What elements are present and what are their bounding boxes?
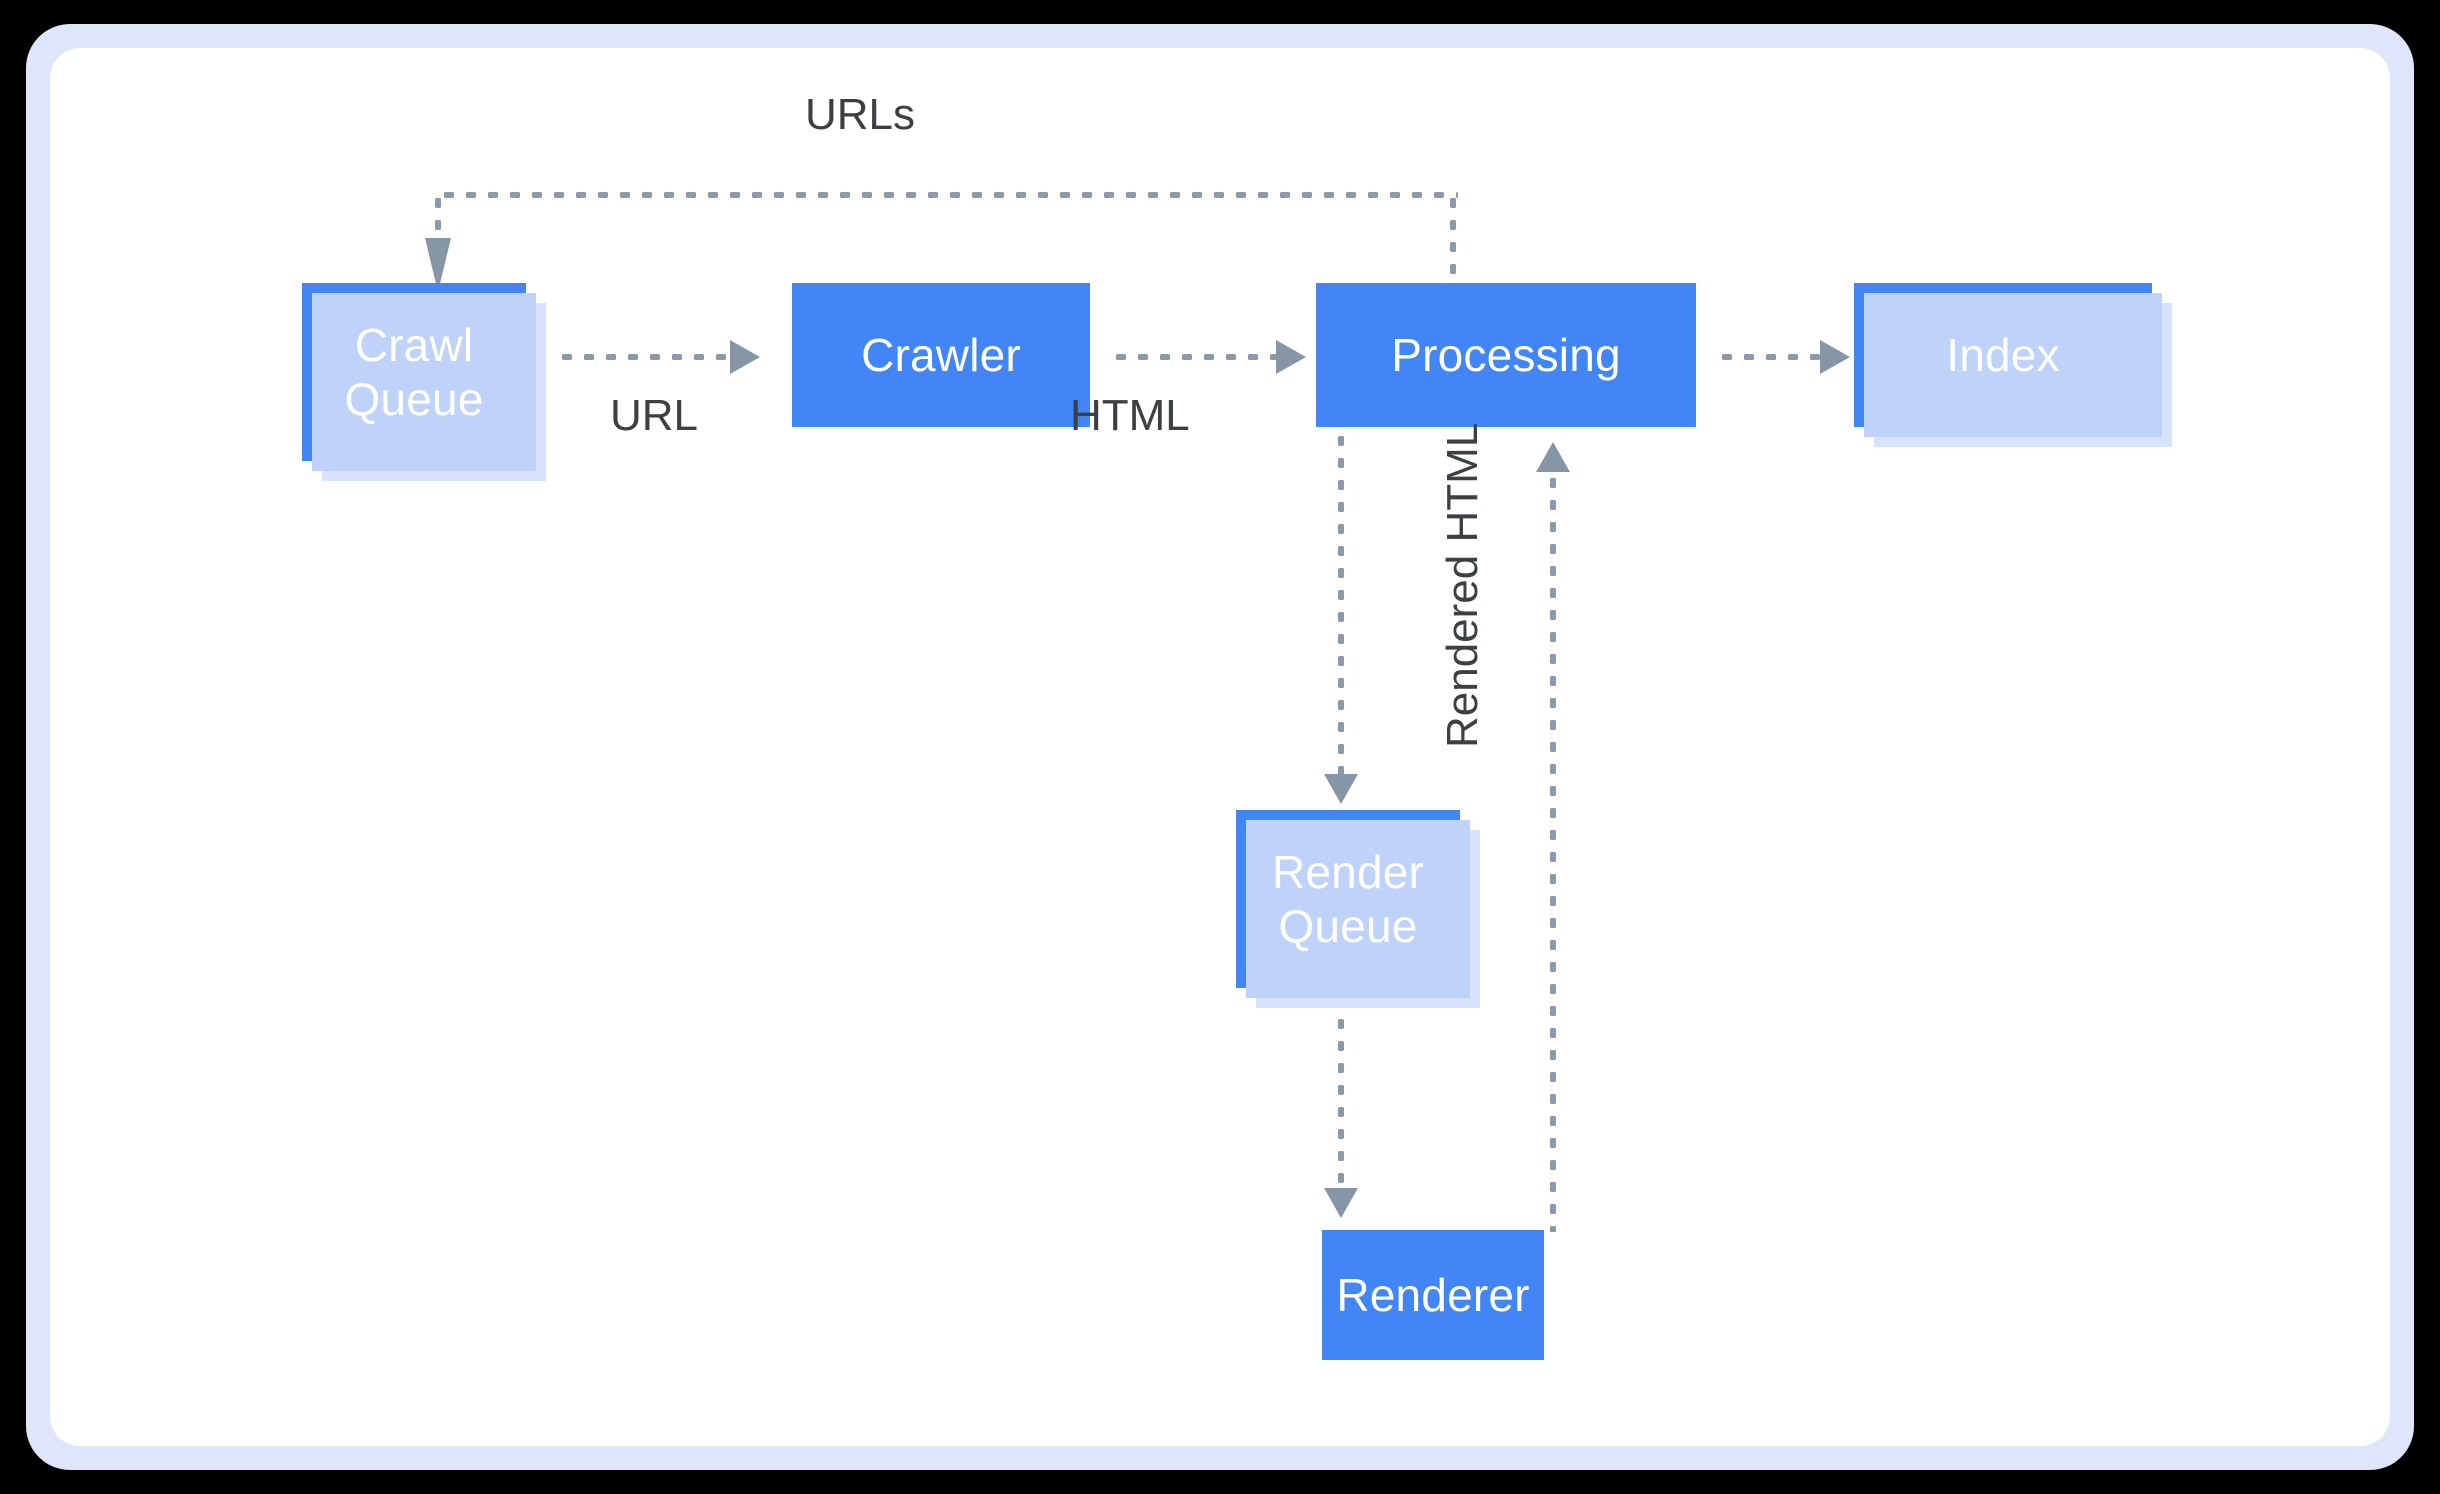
node-renderer[interactable]: Renderer	[1322, 1230, 1544, 1360]
edge-label-urls: URLs	[805, 90, 916, 139]
edge-label-rendered-html: Rendered HTML	[1438, 422, 1487, 748]
edge-label-html: HTML	[1070, 391, 1190, 440]
arrowhead-into-index	[1820, 340, 1850, 374]
edge-processing-to-crawlqueue-drop	[435, 192, 441, 244]
node-index[interactable]: Index	[1854, 283, 2172, 447]
node-renderer-label: Renderer	[1336, 1268, 1530, 1321]
node-crawler[interactable]: Crawler	[792, 283, 1090, 427]
arrowhead-into-renderer	[1324, 1188, 1358, 1218]
node-crawler-label: Crawler	[861, 328, 1021, 381]
arrowhead-into-processing-from-renderer	[1536, 442, 1570, 472]
node-index-label: Index	[1946, 328, 2060, 381]
diagram-canvas: URLs Crawl Queue URL Crawler HTML Proces…	[50, 48, 2390, 1446]
edge-label-url: URL	[610, 391, 699, 440]
arrowhead-into-render-queue	[1324, 774, 1358, 804]
edge-processing-to-renderqueue	[1338, 430, 1344, 800]
edge-crawlqueue-to-crawler	[556, 354, 734, 360]
node-processing[interactable]: Processing	[1316, 283, 1696, 427]
edge-processing-to-crawlqueue-horizontal	[438, 192, 1458, 198]
node-processing-label: Processing	[1391, 328, 1621, 381]
node-crawl-queue-label: Crawl Queue	[344, 318, 484, 425]
arrowhead-into-processing	[1276, 340, 1306, 374]
node-render-queue[interactable]: Render Queue	[1236, 810, 1480, 1008]
arrowhead-into-crawler	[730, 340, 760, 374]
node-crawl-queue[interactable]: Crawl Queue	[302, 283, 546, 481]
edge-crawler-to-processing	[1110, 354, 1280, 360]
node-render-queue-label: Render Queue	[1271, 845, 1425, 952]
edge-processing-to-crawlqueue-riser	[1450, 192, 1456, 292]
edge-renderer-to-processing	[1550, 472, 1556, 1232]
edge-processing-to-index	[1716, 354, 1846, 360]
edge-renderqueue-to-renderer	[1338, 1013, 1344, 1213]
